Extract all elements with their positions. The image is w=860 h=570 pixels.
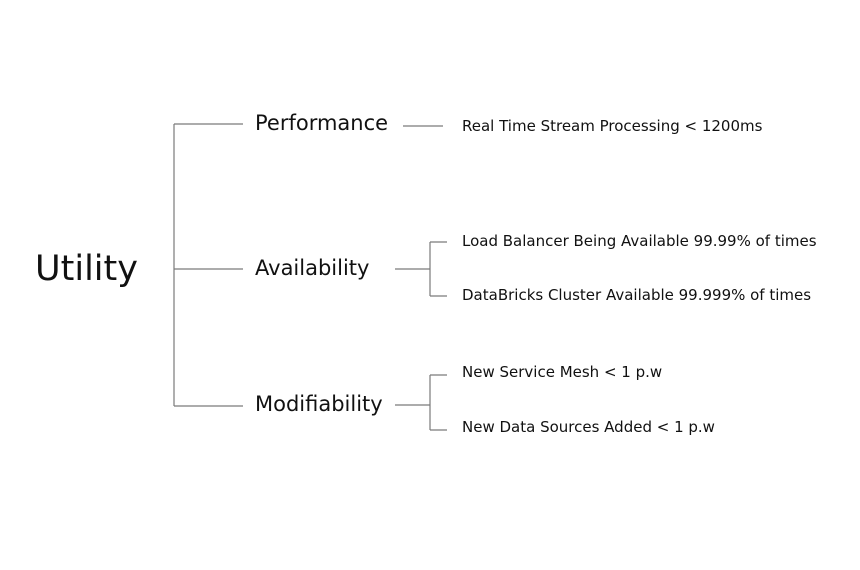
root-node-utility: Utility — [35, 249, 138, 289]
leaf-modifiability-data-sources: New Data Sources Added < 1 p.w — [462, 418, 715, 436]
leaf-modifiability-service-mesh: New Service Mesh < 1 p.w — [462, 363, 663, 381]
leaf-availability-databricks-cluster: DataBricks Cluster Available 99.999% of … — [462, 286, 812, 304]
leaf-availability-load-balancer: Load Balancer Being Available 99.99% of … — [462, 232, 817, 250]
category-modifiability: Modifiability — [255, 392, 383, 416]
category-performance: Performance — [255, 111, 389, 135]
category-availability: Availability — [255, 256, 370, 280]
leaf-performance-stream-processing: Real Time Stream Processing < 1200ms — [462, 117, 763, 135]
